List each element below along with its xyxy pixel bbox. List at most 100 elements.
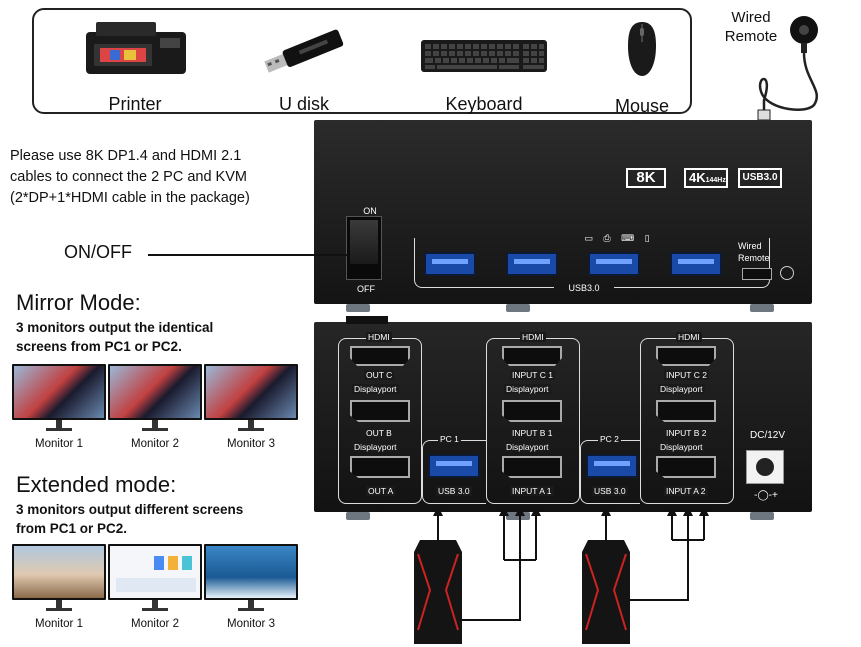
mirror-monitor-2: Monitor 2 <box>108 364 202 450</box>
input-c1-hdmi-port <box>502 346 562 366</box>
pc1-usb-port <box>428 454 480 478</box>
mouse-icon <box>628 22 656 76</box>
mirror-monitor-3: Monitor 3 <box>204 364 298 450</box>
extended-mode-desc: 3 monitors output different screens from… <box>16 500 243 538</box>
keyboard-label: Keyboard <box>445 94 523 114</box>
out-b-label: OUT B <box>364 428 394 438</box>
udisk: U disk <box>254 18 354 114</box>
wired-remote-puck-icon <box>757 16 819 121</box>
cable-instructions: Please use 8K DP1.4 and HDMI 2.1 cables … <box>10 146 310 209</box>
extended-desc-line2: from PC1 or PC2. <box>16 521 128 536</box>
dc-polarity-icon: -◯-+ <box>754 490 778 501</box>
desert-screen-icon <box>12 544 106 600</box>
power-switch-rocker <box>350 220 378 264</box>
pc-tower-icon <box>414 540 462 644</box>
pc1-usb-label: USB 3.0 <box>436 486 472 496</box>
foot <box>346 304 370 312</box>
mirror-monitor-3-label: Monitor 3 <box>227 438 275 450</box>
pc1-label: PC 1 <box>438 434 461 444</box>
foot <box>750 512 774 520</box>
pc2-dp2-label: Displayport <box>658 442 705 452</box>
input-c1-label: INPUT C 1 <box>510 370 555 380</box>
switch-on-label: ON <box>363 206 377 216</box>
8k-badge: 8K <box>626 168 666 188</box>
mirror-mode-desc: 3 monitors output the identical screens … <box>16 318 213 356</box>
pc1-dp1-label: Displayport <box>504 384 551 394</box>
foot <box>346 512 370 520</box>
wired-remote-label-line2: Remote <box>724 28 778 45</box>
dashboard-screen-icon <box>108 544 202 600</box>
instructions-line1: Please use 8K DP1.4 and HDMI 2.1 <box>10 148 242 164</box>
mirror-monitor-1-label: Monitor 1 <box>35 438 83 450</box>
device-icons-row: ▭ ⎙ ⌨ ▯ <box>584 233 654 243</box>
extended-monitor-1-label: Monitor 1 <box>35 618 83 630</box>
pc2-label: PC 2 <box>598 434 621 444</box>
front-usb-port-4 <box>670 252 722 276</box>
input-c2-hdmi-port <box>656 346 716 366</box>
mirror-desc-line1: 3 monitors output the identical <box>16 320 214 335</box>
front-usb-port-1 <box>424 252 476 276</box>
wired-remote-label-line1: Wired <box>731 9 771 26</box>
peripheral-devices-box: Printer U disk Keyboard <box>32 8 692 116</box>
out-b-dp-port <box>350 400 410 422</box>
mouse: Mouse <box>602 18 682 116</box>
mirror-desc-line2: screens from PC1 or PC2. <box>16 339 182 354</box>
extended-monitor-3-label: Monitor 3 <box>227 618 275 630</box>
kvm-front-panel: 8K 4K144Hz USB3.0 ON OFF ▭ ⎙ ⌨ ▯ USB3.0 … <box>314 120 812 304</box>
input-a2-dp-port <box>656 456 716 478</box>
instructions-line2: cables to connect the 2 PC and KVM <box>10 169 247 185</box>
out-a-label: OUT A <box>366 486 396 496</box>
onoff-pointer-line <box>148 254 348 256</box>
pc1-hdmi-label: HDMI <box>520 332 546 342</box>
remote-jack <box>742 268 772 280</box>
front-wired-remote-line2: Remote <box>738 253 770 263</box>
printer: Printer <box>80 18 190 114</box>
keyboard-icon <box>421 40 547 72</box>
udisk-label: U disk <box>278 94 329 114</box>
input-b1-dp-port <box>502 400 562 422</box>
switch-bottom <box>346 316 388 324</box>
input-b2-label: INPUT B 2 <box>664 428 709 438</box>
monitor-stand-icon <box>46 420 72 431</box>
4k-badge: 4K144Hz <box>684 168 728 188</box>
foot <box>750 304 774 312</box>
onoff-label: ON/OFF <box>64 242 132 262</box>
pc2-dp1-label: Displayport <box>658 384 705 394</box>
hero-screen-icon <box>108 364 202 420</box>
front-wired-remote-line1: Wired <box>738 241 762 251</box>
input-b2-dp-port <box>656 400 716 422</box>
dc-label: DC/12V <box>750 430 786 441</box>
mouse-label: Mouse <box>614 96 670 116</box>
switch-off-label: OFF <box>357 284 375 294</box>
pc-connection-diagram <box>414 506 709 644</box>
out-dp1-label: Displayport <box>352 384 399 394</box>
mirror-monitor-2-label: Monitor 2 <box>131 438 179 450</box>
input-a1-dp-port <box>502 456 562 478</box>
pc-tower-icon <box>582 540 630 644</box>
printer-icon <box>86 22 186 74</box>
printer-label: Printer <box>108 94 162 114</box>
extended-monitor-2-label: Monitor 2 <box>131 618 179 630</box>
hero-screen-icon <box>204 364 298 420</box>
pc2-usb-label: USB 3.0 <box>592 486 628 496</box>
monitor-stand-icon <box>142 420 168 431</box>
out-dp2-label: Displayport <box>352 442 399 452</box>
out-c-label: OUT C <box>364 370 395 380</box>
pc1-dp2-label: Displayport <box>504 442 551 452</box>
mirror-mode-title: Mirror Mode: <box>16 290 141 315</box>
front-usb-label: USB3.0 <box>554 283 614 293</box>
hero-screen-icon <box>12 364 106 420</box>
power-switch[interactable] <box>346 216 382 280</box>
extended-monitor-2: Monitor 2 <box>108 544 202 630</box>
kvm-back-panel: HDMI OUT C Displayport OUT B Displayport… <box>314 322 812 512</box>
pc2-usb-port <box>586 454 638 478</box>
input-b1-label: INPUT B 1 <box>510 428 555 438</box>
dc-power-jack <box>746 450 784 484</box>
4k-badge-text: 4K <box>689 170 706 185</box>
front-wired-remote-label: Wired Remote <box>738 240 778 264</box>
wired-remote-label: Wired Remote <box>716 8 786 46</box>
keyboard: Keyboard <box>414 18 554 114</box>
input-c2-label: INPUT C 2 <box>664 370 709 380</box>
foot <box>506 304 530 312</box>
front-usb-port-2 <box>506 252 558 276</box>
